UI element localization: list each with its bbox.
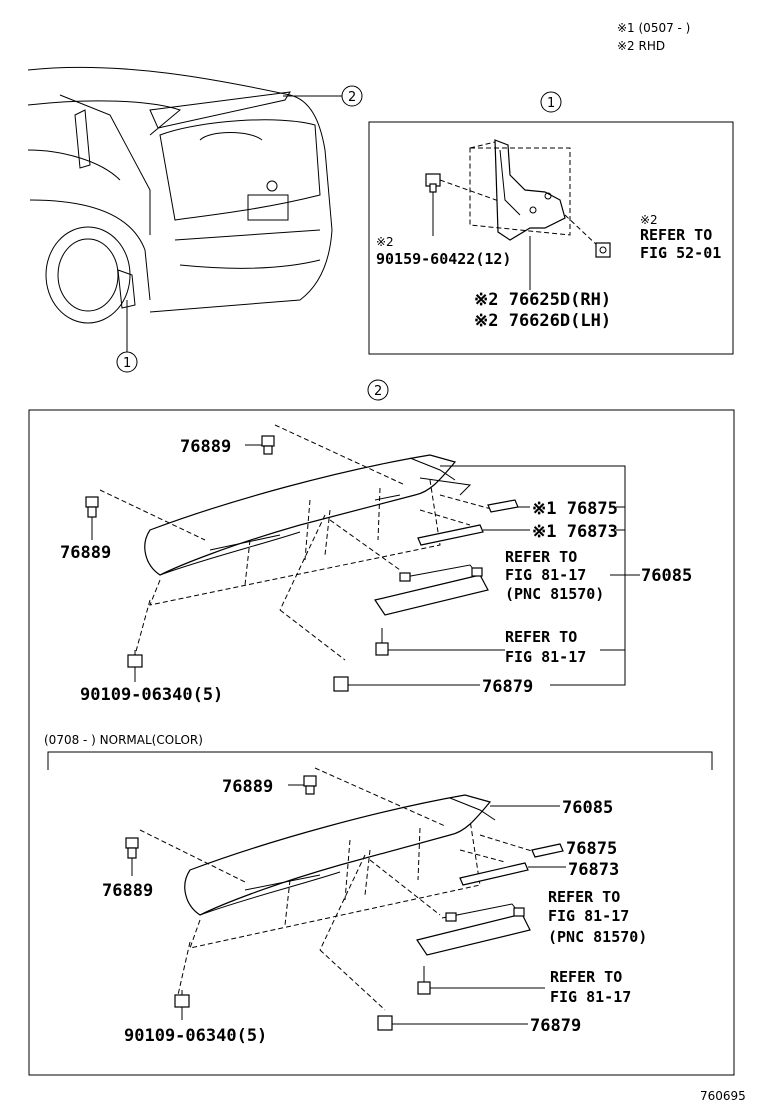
- clip-76889-left-lower-icon: [125, 837, 139, 859]
- clip-76889-top-lower-icon: [303, 775, 317, 795]
- label-76889-left: 76889: [60, 543, 111, 563]
- mudguard-lh-part: ※2 76626D(LH): [474, 311, 611, 331]
- label-76875-lower: 76875: [566, 839, 617, 859]
- label-76879-upper: 76879: [482, 677, 533, 697]
- section-label-lower: (0708 - ) NORMAL(COLOR): [44, 733, 203, 747]
- clip-76889-left-icon: [85, 496, 99, 518]
- mudguard-illustration: [494, 139, 566, 241]
- label-76889-top-lower: 76889: [222, 777, 273, 797]
- refer-upper-b-2: FIG 81-17: [505, 648, 586, 666]
- box-2-callout-label: 2: [374, 384, 382, 399]
- screw-icon: [375, 628, 389, 656]
- spoiler-box: [28, 409, 735, 1076]
- clip-note-marker: ※2: [376, 235, 394, 249]
- label-76879-lower: 76879: [530, 1016, 581, 1036]
- strip-76875-icon: [487, 499, 519, 513]
- refer-note-marker: ※2: [640, 213, 658, 227]
- clip-icon: [425, 173, 441, 193]
- refer-lower-a-2: FIG 81-17: [548, 907, 629, 925]
- figure-id: 760695: [700, 1089, 746, 1103]
- clip-76879-icon: [333, 676, 349, 692]
- mudguard-box: [368, 121, 734, 355]
- refer-lower-a-1: REFER TO: [548, 888, 620, 906]
- refer-lower-b-2: FIG 81-17: [550, 988, 631, 1006]
- refer-lower-a-3: (PNC 81570): [548, 928, 647, 946]
- callout-2-label: 2: [348, 90, 356, 105]
- refer-upper-b-1: REFER TO: [505, 628, 577, 646]
- refer-upper-a-1: REFER TO: [505, 548, 577, 566]
- vehicle-rear-illustration: [27, 66, 333, 324]
- clip-76889-top-icon: [261, 435, 275, 455]
- spoiler-upper-illustration: [144, 454, 472, 576]
- callout-1-label: 1: [123, 356, 131, 371]
- refer-lower-b-1: REFER TO: [550, 968, 622, 986]
- clip-part-number: 90159-60422(12): [376, 250, 511, 268]
- refer-text-1: REFER TO: [640, 226, 712, 244]
- stop-lamp-lower-icon: [416, 903, 531, 956]
- label-76873-lower: 76873: [568, 860, 619, 880]
- refer-upper-a-3: (PNC 81570): [505, 585, 604, 603]
- label-76889-left-lower: 76889: [102, 881, 153, 901]
- note-rhd: ※2 RHD: [617, 39, 665, 53]
- strip-76873-lower-icon: [459, 862, 529, 886]
- label-bolt-upper: 90109-06340(5): [80, 685, 223, 705]
- label-76873-upper: ※1 76873: [532, 522, 618, 542]
- label-76889-top: 76889: [180, 437, 231, 457]
- bolt-lower-icon: [174, 990, 190, 1008]
- refer-upper-a-2: FIG 81-17: [505, 566, 586, 584]
- box-1-callout-marker: [540, 91, 562, 113]
- label-bolt-lower: 90109-06340(5): [124, 1026, 267, 1046]
- clip-76879-lower-icon: [377, 1015, 393, 1031]
- refer-text-2: FIG 52-01: [640, 244, 721, 262]
- clip-right-icon: [595, 242, 611, 258]
- label-76085-upper: 76085: [641, 566, 692, 586]
- spoiler-lower-illustration: [184, 794, 496, 916]
- screw-lower-icon: [417, 966, 431, 995]
- label-76085-lower: 76085: [562, 798, 613, 818]
- note-applicability: ※1 (0507 - ): [617, 21, 690, 35]
- strip-76873-icon: [417, 524, 484, 546]
- label-76875-upper: ※1 76875: [532, 499, 618, 519]
- box-1-callout-label: 1: [547, 96, 555, 111]
- box-2-callout-marker: [367, 379, 389, 401]
- strip-76875-lower-icon: [531, 843, 564, 858]
- stop-lamp-icon: [374, 564, 489, 616]
- mudguard-rh-part: ※2 76625D(RH): [474, 290, 611, 310]
- bolt-icon: [127, 650, 143, 668]
- callout-2-marker: [341, 85, 363, 107]
- callout-1-marker: [116, 351, 138, 373]
